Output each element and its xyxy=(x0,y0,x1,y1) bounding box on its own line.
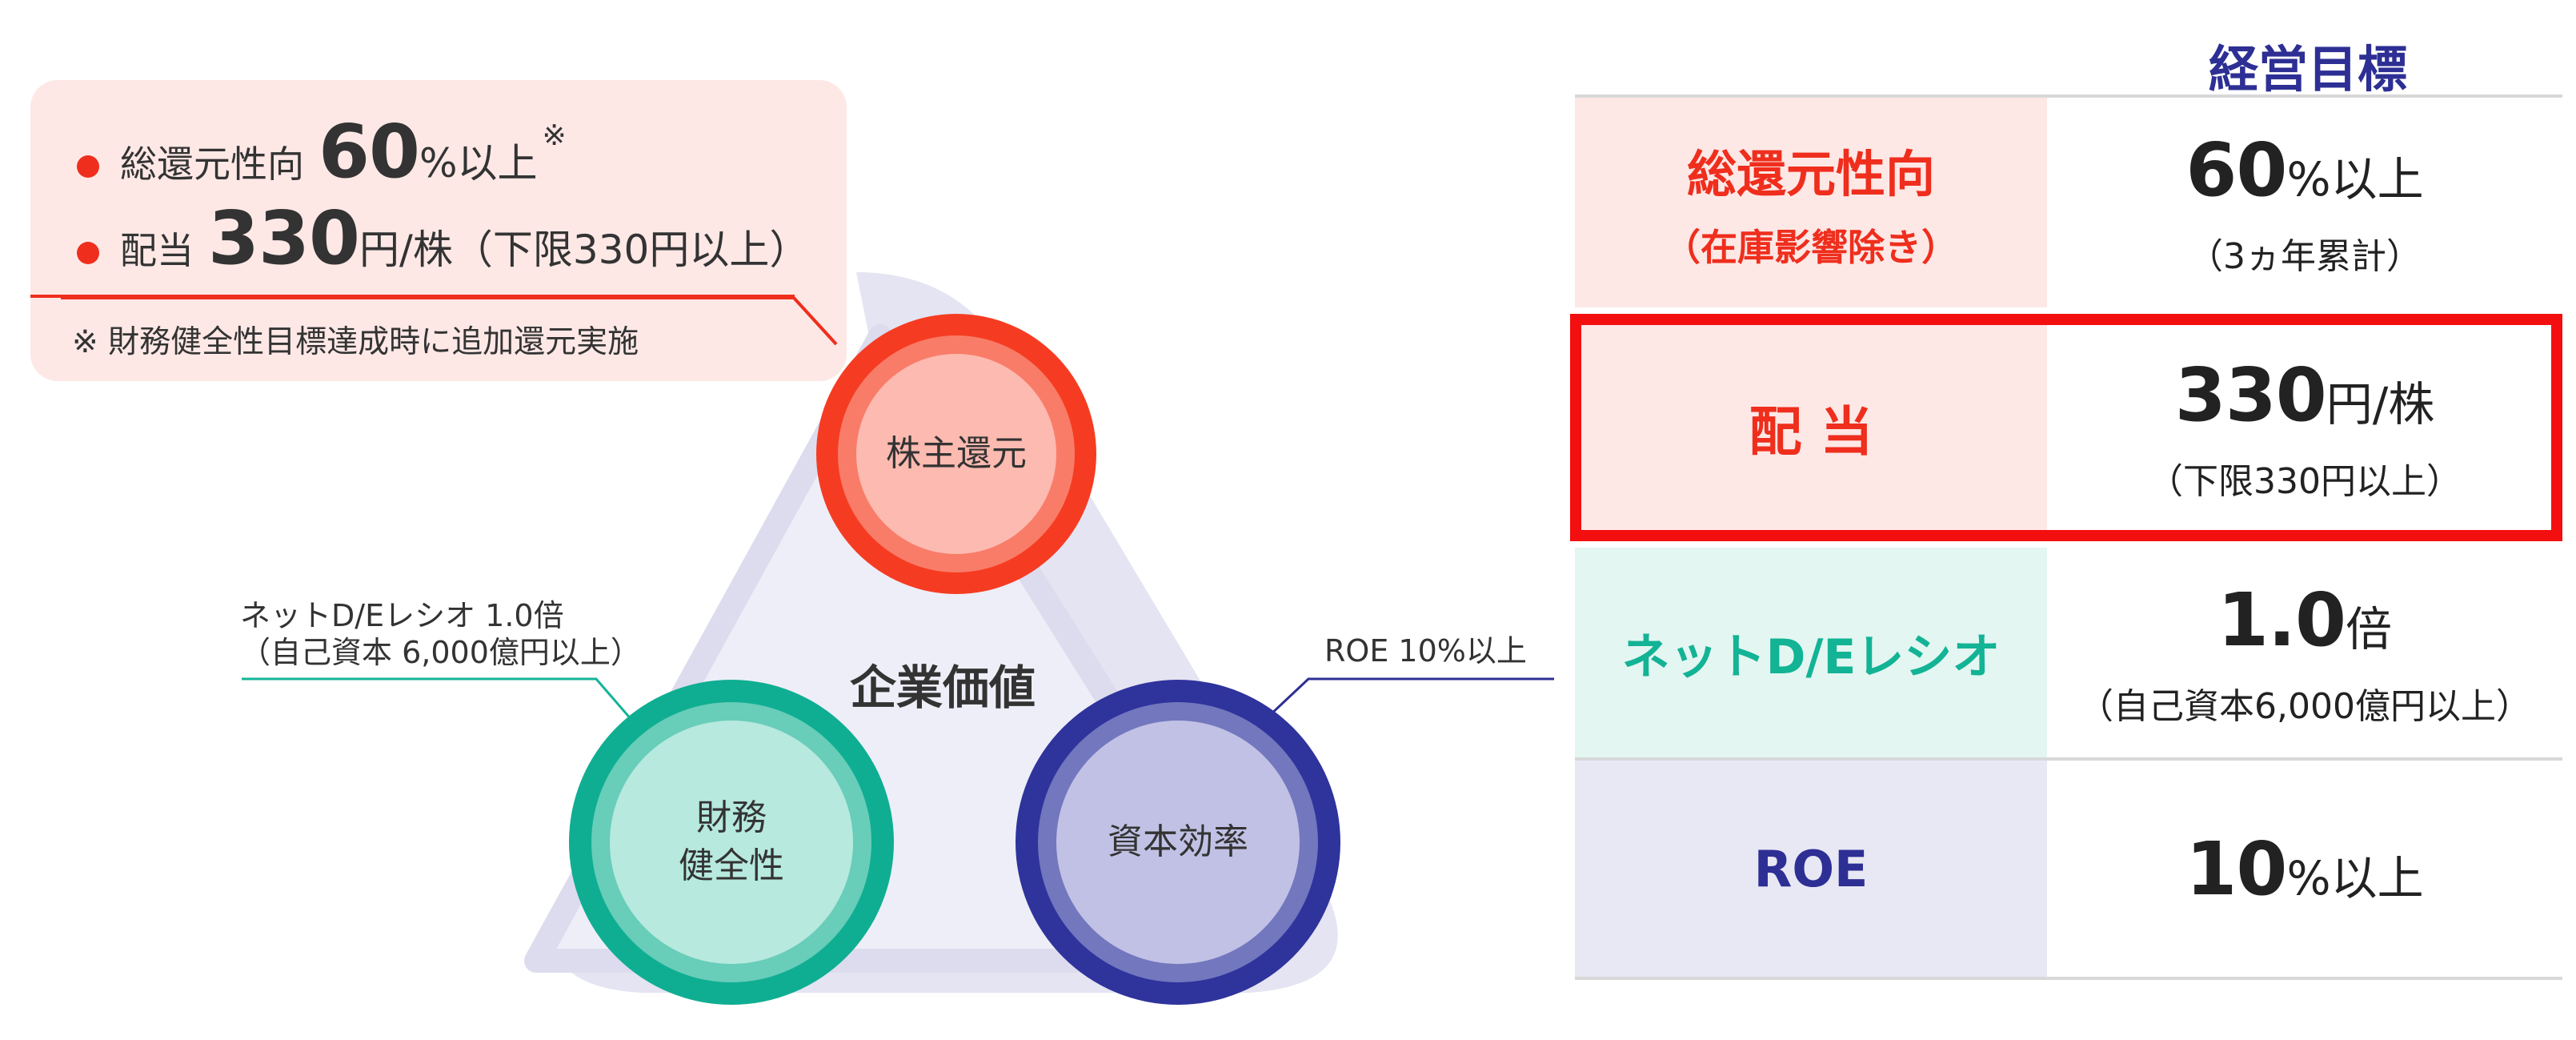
shareholder-return-label: 株主還元 xyxy=(886,433,1027,474)
row-name-cell: ROE xyxy=(1575,761,2047,977)
dividend-highlight-frame xyxy=(1570,314,2562,541)
row-value: 60 %以上 xyxy=(2185,126,2424,213)
capital-efficiency-label: 資本効率 xyxy=(1108,821,1248,862)
callout-line-payout: 総還元性向 60 %以上 ※ xyxy=(77,109,567,195)
row-name-cell: 配 当 xyxy=(1575,314,2047,541)
roe-connector-line xyxy=(1267,677,1554,718)
row-value-cell: 330 円/株 （下限330円以上） xyxy=(2047,314,2562,541)
row-value: 330 円/株 xyxy=(2174,351,2435,438)
table-separator xyxy=(1575,757,2562,761)
bullet-dot-icon xyxy=(77,155,99,178)
table-row: ネットD/Eレシオ 1.0 倍 （自己資本6,000億円以上） xyxy=(1575,548,2562,757)
row-value: 1.0 倍 xyxy=(2217,576,2392,663)
bullet-dot-icon xyxy=(77,242,99,264)
financial-health-label: 財務 健全性 xyxy=(611,794,851,890)
row-value-sub: （自己資本6,000億円以上） xyxy=(2078,685,2531,727)
de-ratio-annotation-line2: （自己資本 6,000億円以上） xyxy=(240,635,641,670)
table-row: 総還元性向 （在庫影響除き） 60 %以上 （3ヵ年累計） xyxy=(1575,98,2562,307)
row-name-cell: 総還元性向 （在庫影響除き） xyxy=(1575,98,2047,307)
de-ratio-connector-line xyxy=(242,677,634,721)
row-value-sub: （3ヵ年累計） xyxy=(2188,235,2422,277)
financial-health-label-line2: 健全性 xyxy=(679,845,784,886)
callout-line-dividend: 配当 330 円/株（下限330円以上） xyxy=(77,195,809,281)
capital-efficiency-circle xyxy=(1016,680,1340,1005)
row-value-sub: （下限330円以上） xyxy=(2148,460,2462,502)
callout-connector-line xyxy=(61,296,838,346)
row-value-cell: 1.0 倍 （自己資本6,000億円以上） xyxy=(2047,548,2562,757)
table-separator xyxy=(1575,977,2562,980)
row-name: 配 当 xyxy=(1749,401,1873,463)
roe-annotation: ROE 10%以上 xyxy=(1324,633,1527,669)
table-row: 配 当 330 円/株 （下限330円以上） xyxy=(1575,314,2562,541)
row-value: 10 %以上 xyxy=(2185,825,2424,912)
shareholder-return-circle xyxy=(816,314,1096,594)
de-ratio-annotation: ネットD/Eレシオ 1.0倍 （自己資本 6,000億円以上） xyxy=(240,597,641,671)
row-name: ネットD/Eレシオ xyxy=(1621,628,2001,685)
row-name: 総還元性向 xyxy=(1686,145,1935,203)
row-name-cell: ネットD/Eレシオ xyxy=(1575,548,2047,757)
row-value-cell: 60 %以上 （3ヵ年累計） xyxy=(2047,98,2562,307)
de-ratio-annotation-line1: ネットD/Eレシオ 1.0倍 xyxy=(240,598,564,633)
center-label: 企業価値 xyxy=(850,661,1036,715)
table-title: 経営目標 xyxy=(2209,40,2408,98)
row-value-cell: 10 %以上 xyxy=(2047,761,2562,977)
row-name: ROE xyxy=(1753,839,1869,898)
callout-note: ※ 財務健全性目標達成時に追加還元実施 xyxy=(72,324,639,360)
shareholder-return-callout: 総還元性向 60 %以上 ※ 配当 330 円/株（下限330円以上） xyxy=(30,80,847,381)
table-row: ROE 10 %以上 xyxy=(1575,761,2562,977)
row-name-sub: （在庫影響除き） xyxy=(1664,226,1958,269)
financial-health-circle xyxy=(569,680,894,1005)
table-separator xyxy=(1575,94,2562,98)
financial-health-label-line1: 財務 xyxy=(696,797,767,838)
